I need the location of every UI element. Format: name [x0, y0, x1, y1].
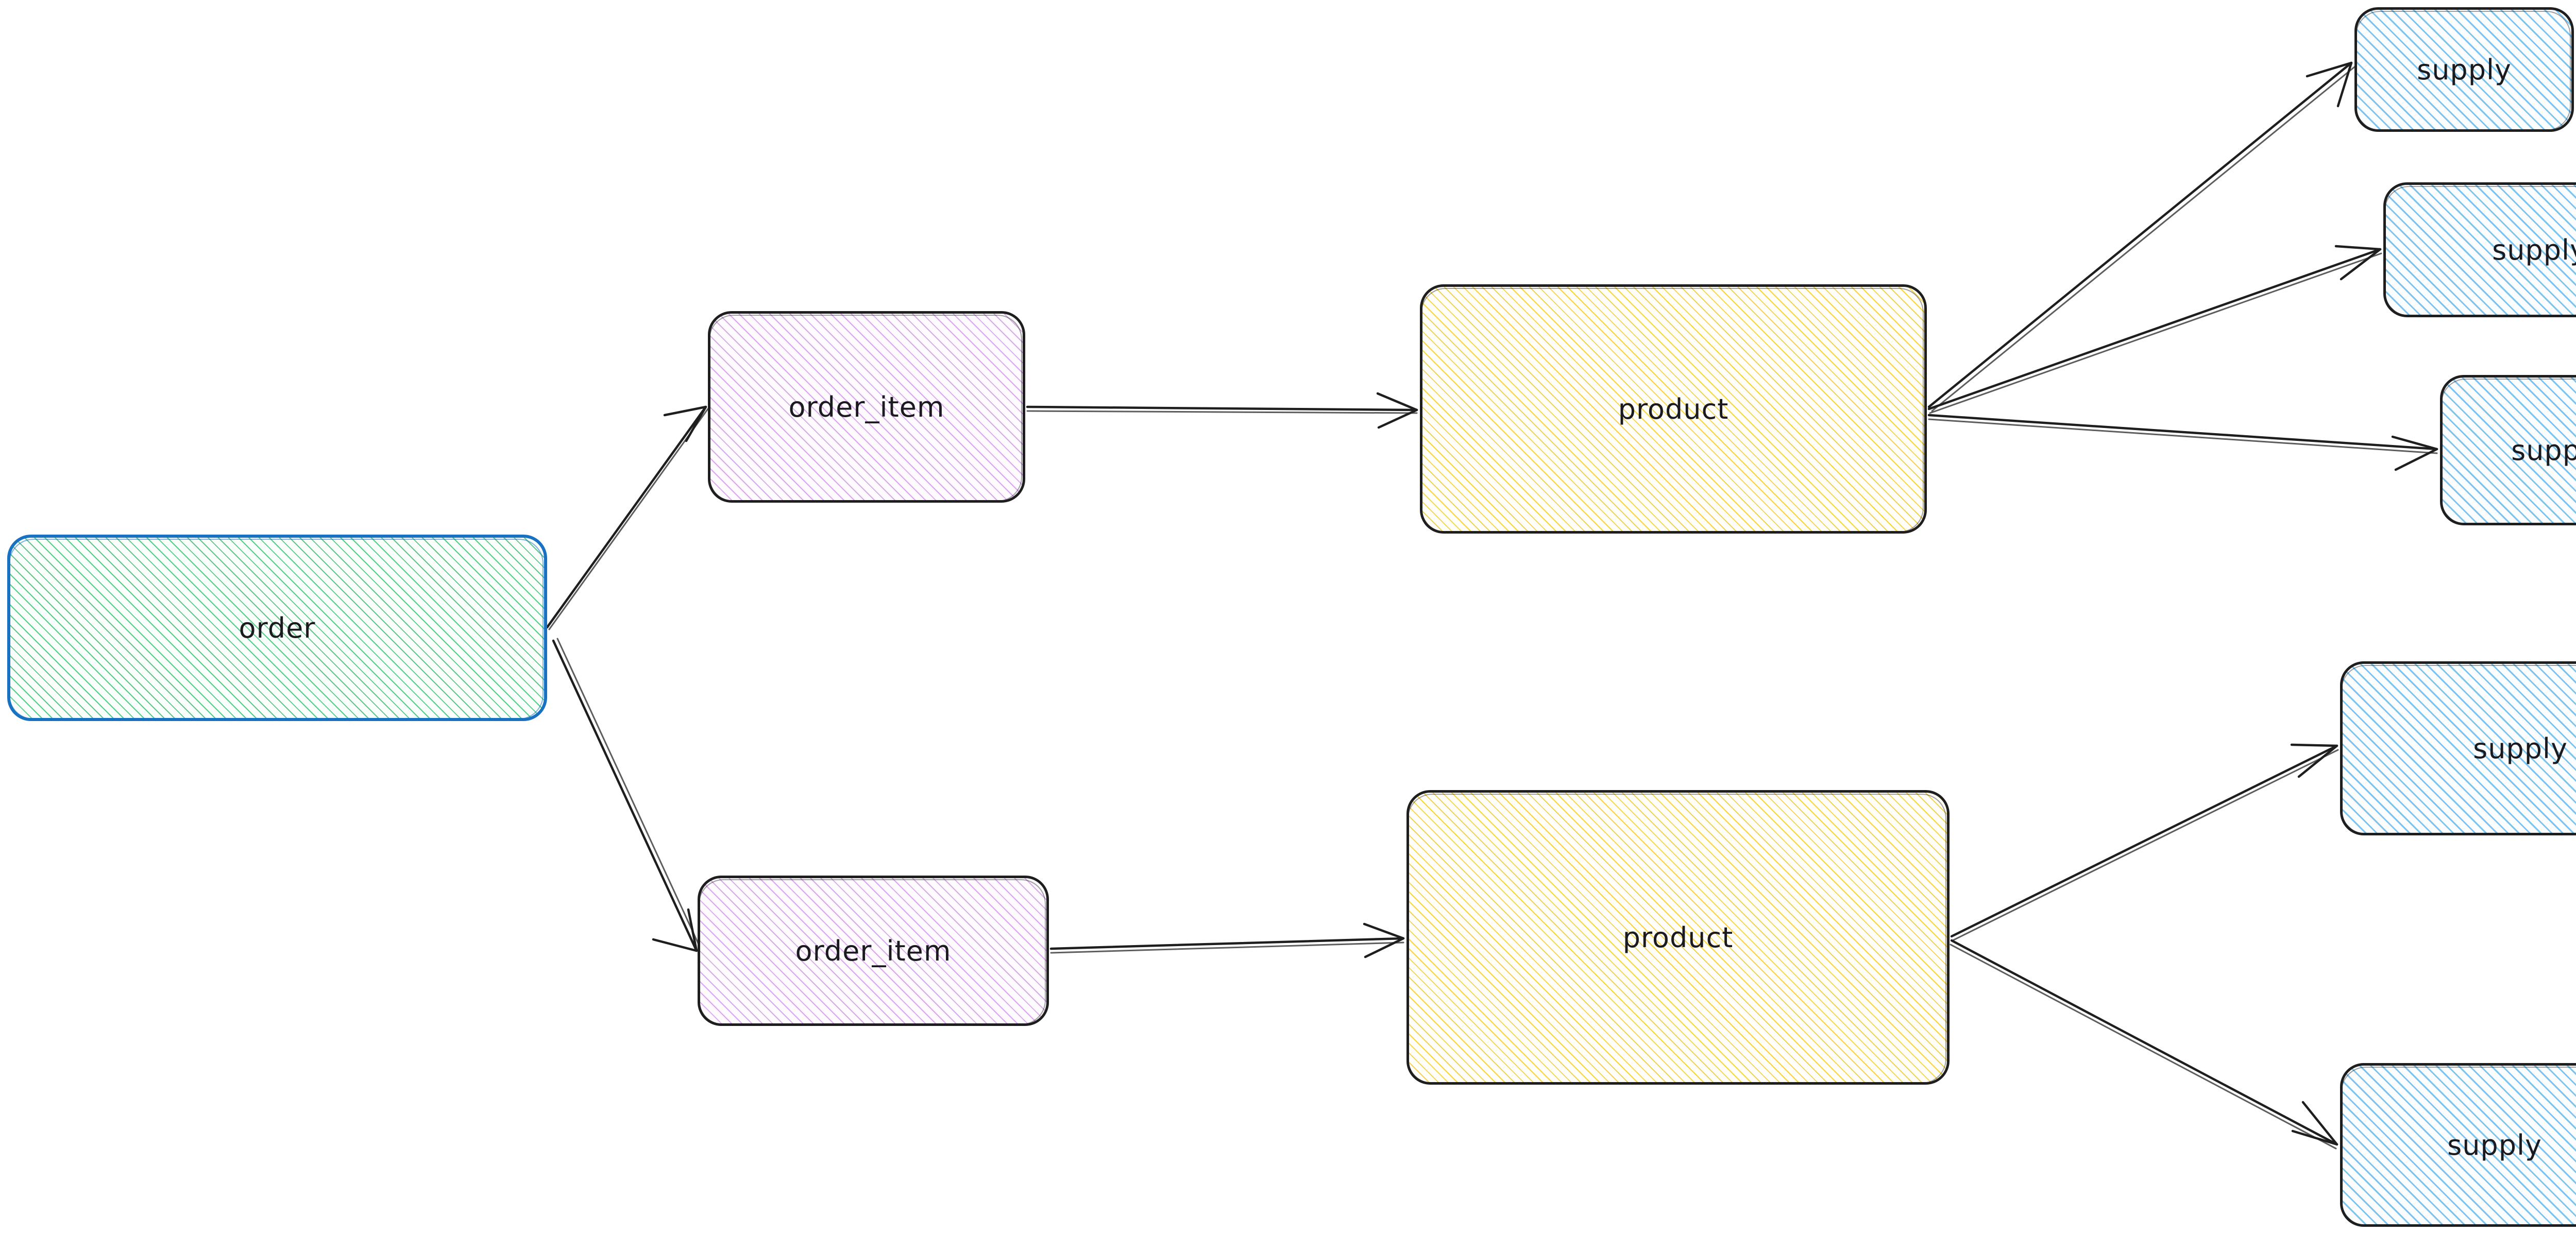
node-order_item_1[interactable]: order_item	[708, 311, 1025, 503]
node-label: supply	[2511, 434, 2576, 467]
node-order_item_2[interactable]: order_item	[698, 876, 1049, 1026]
node-label: supply	[2473, 732, 2568, 765]
edge-order-to-order-item-2	[552, 638, 702, 952]
edge-product-1-to-supply-3	[1927, 414, 2438, 471]
edge-product-2-to-supply-5	[1950, 939, 2338, 1150]
edge-order-to-order-item-1	[546, 405, 709, 630]
node-label: supply	[2447, 1128, 2542, 1161]
node-supply_3[interactable]: supply	[2440, 375, 2576, 525]
node-product_2[interactable]: product	[1406, 790, 1950, 1085]
edge-order-item-2-to-product-2	[1049, 922, 1405, 958]
node-label: order_item	[788, 390, 945, 423]
node-supply_2[interactable]: supply	[2383, 182, 2576, 317]
node-supply_1[interactable]: supply	[2354, 7, 2574, 132]
node-supply_5[interactable]: supply	[2340, 1063, 2576, 1227]
edge-product-1-to-supply-1	[1927, 61, 2355, 412]
edge-product-1-to-supply-2	[1927, 245, 2382, 414]
node-label: supply	[2492, 233, 2576, 266]
node-label: supply	[2417, 53, 2512, 86]
edge-product-2-to-supply-4	[1950, 743, 2339, 941]
node-label: product	[1618, 392, 1729, 425]
edge-order-item-1-to-product-1	[1026, 392, 1418, 429]
node-label: order	[239, 611, 316, 644]
node-label: order_item	[795, 934, 952, 967]
node-label: product	[1622, 921, 1734, 954]
node-supply_4[interactable]: supply	[2340, 661, 2576, 835]
node-product_1[interactable]: product	[1420, 284, 1927, 534]
node-order[interactable]: order	[7, 535, 547, 721]
